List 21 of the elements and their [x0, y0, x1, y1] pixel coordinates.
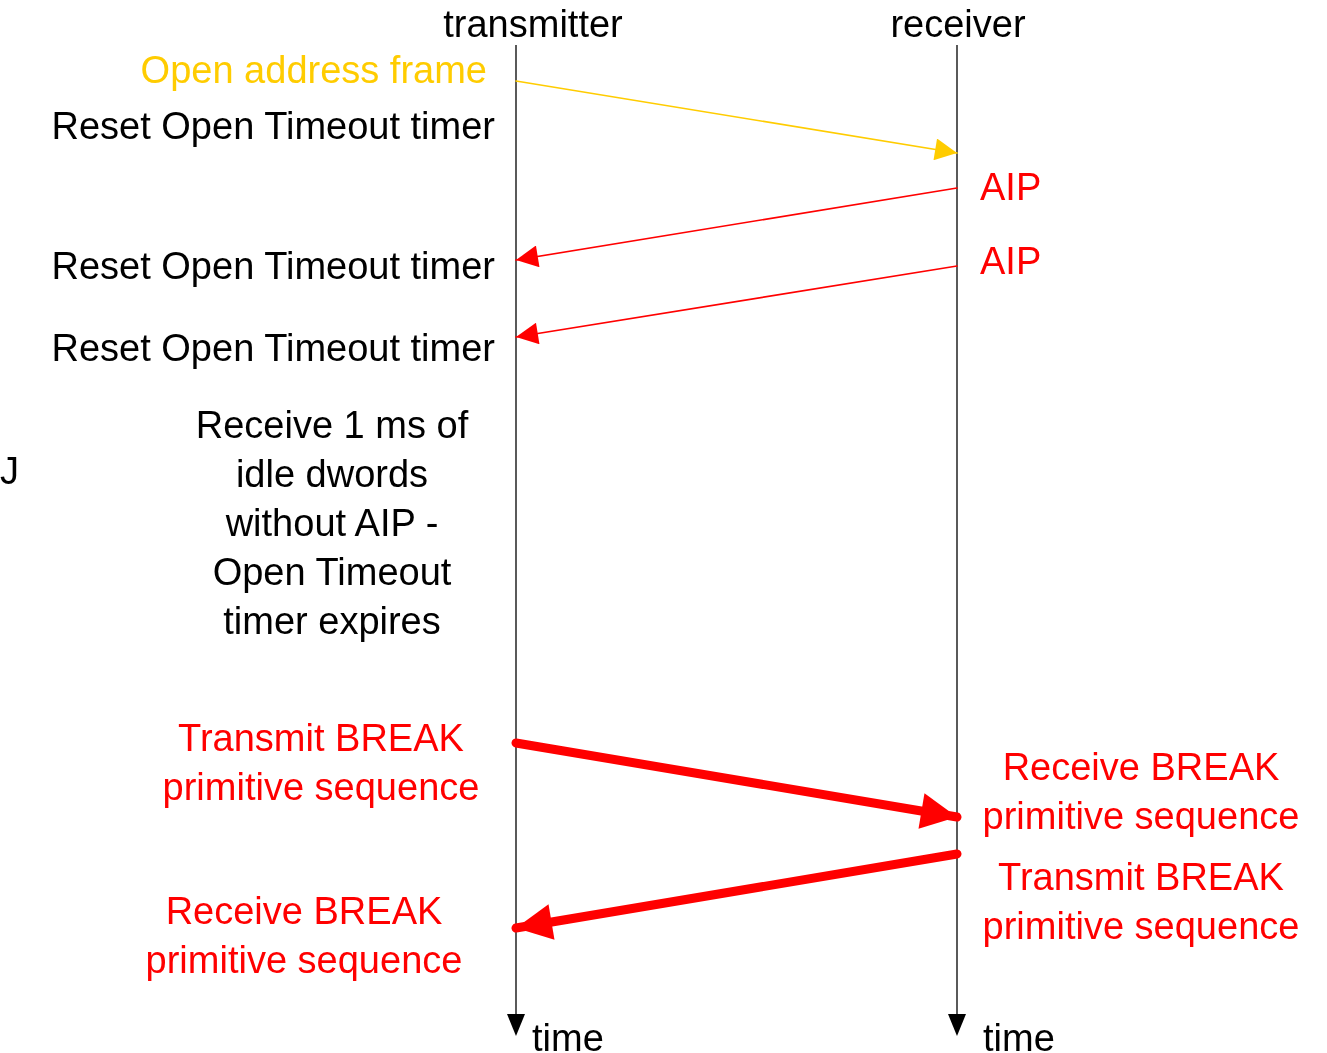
message-arrow [511, 849, 962, 940]
message-arrow [515, 80, 958, 161]
note-text: time [532, 1016, 605, 1053]
message-arrow [515, 265, 958, 345]
note-text: time [983, 1016, 1056, 1053]
note-text: Reset Open Timeout timer [50, 104, 495, 149]
note-text: Transmit BREAK primitive sequence [161, 716, 481, 810]
note-text: Receive BREAK primitive sequence [144, 889, 464, 983]
note-text: Receive 1 ms of idle dwords without AIP - Open Timeout timer expires [194, 403, 470, 644]
note-text: AIP [980, 239, 1043, 284]
message-arrow [511, 738, 962, 829]
note-text: Transmit BREAK primitive sequence [981, 855, 1301, 949]
lifeline-heading: transmitter [443, 2, 623, 46]
note-text: AIP [980, 165, 1043, 210]
note-text: Open address frame [139, 48, 487, 93]
note-text: J [0, 449, 20, 494]
note-text: Reset Open Timeout timer [50, 244, 495, 289]
note-text: Reset Open Timeout timer [50, 326, 495, 371]
lifeline-heading: receiver [890, 2, 1026, 46]
note-text: Receive BREAK primitive sequence [981, 745, 1301, 839]
message-arrow [515, 187, 958, 268]
